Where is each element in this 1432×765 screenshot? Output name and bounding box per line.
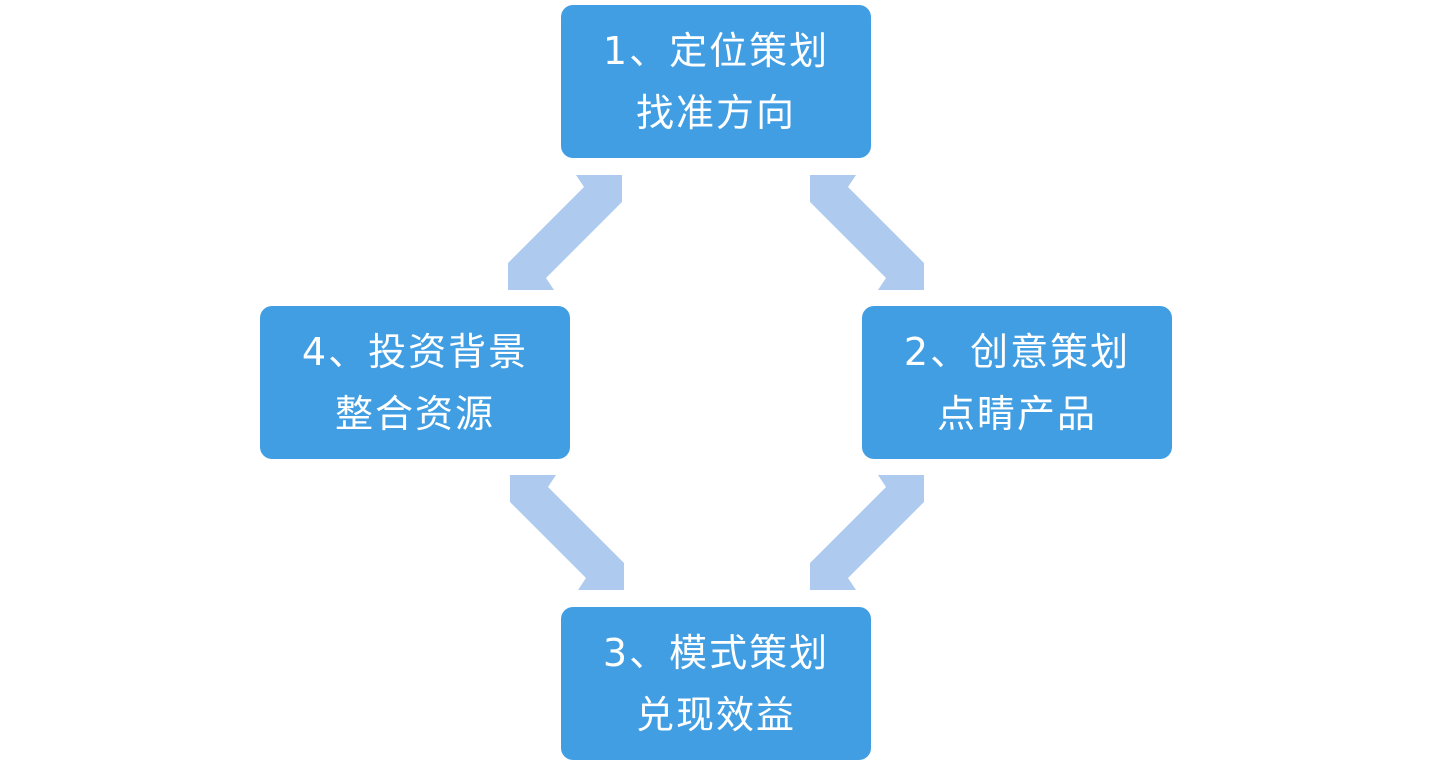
arrow-3-4 bbox=[510, 475, 624, 590]
node-2-subtitle: 点睛产品 bbox=[936, 391, 1097, 436]
node-creative-planning: 2、创意策划 点睛产品 bbox=[862, 306, 1172, 459]
node-4-subtitle: 整合资源 bbox=[334, 391, 495, 436]
node-1-title: 1、定位策划 bbox=[602, 28, 830, 73]
arrow-4-1 bbox=[508, 175, 622, 290]
node-positioning-planning: 1、定位策划 找准方向 bbox=[561, 5, 871, 158]
node-2-title: 2、创意策划 bbox=[903, 329, 1131, 374]
node-investment-background: 4、投资背景 整合资源 bbox=[260, 306, 570, 459]
node-3-title: 3、模式策划 bbox=[602, 630, 830, 675]
node-3-subtitle: 兑现效益 bbox=[635, 692, 796, 737]
arrow-2-3 bbox=[810, 475, 924, 590]
node-1-subtitle: 找准方向 bbox=[635, 90, 796, 135]
node-4-title: 4、投资背景 bbox=[301, 329, 529, 374]
node-model-planning: 3、模式策划 兑现效益 bbox=[561, 607, 871, 760]
arrow-1-2 bbox=[810, 175, 924, 290]
